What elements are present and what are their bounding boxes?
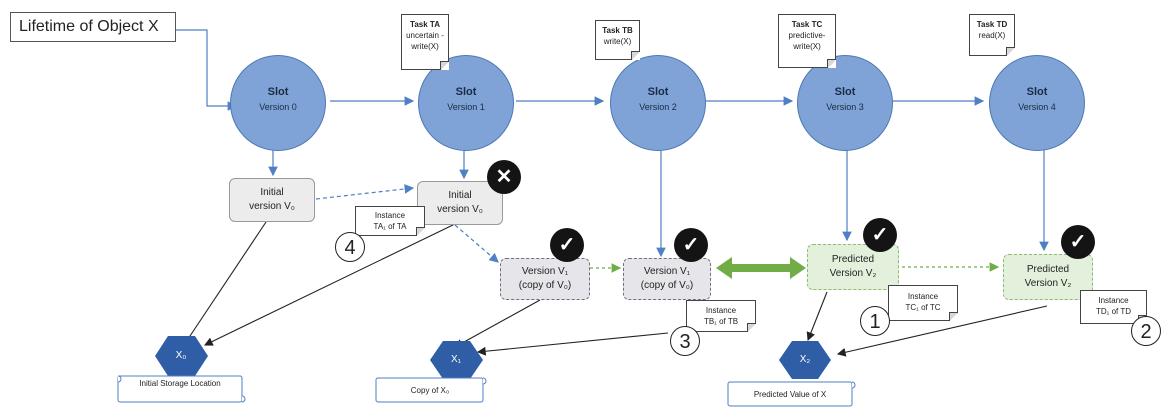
version-box-v0-slot1: Initial version V₀ [417,181,503,225]
storage-x1-caption: Copy of X₀ [410,386,450,395]
check-icon: ✓ [1061,225,1095,259]
check-icon: ✓ [550,228,584,262]
slot-version-label: Version 3 [826,102,864,112]
arrow-v1b-x1 [476,332,669,356]
task-note-tc: Task TC predictive- write(X) [778,14,836,68]
version-line2: (copy of V₀) [640,280,694,291]
slot-version-3: Slot Version 3 [797,55,893,151]
slot-version-1: Slot Version 1 [418,55,514,151]
storage-x0-label: X₀ [175,350,187,361]
version-line2: Version V₂ [829,268,877,279]
slot-title: Slot [647,86,669,98]
task-op: read(X) [978,31,1006,40]
arrow-v2b-x2 [836,305,1048,357]
instance-line1: Instance [374,211,406,220]
check-icon: ✓ [863,218,897,252]
instance-line1: Instance [907,292,939,301]
task-op: write(X) [603,37,632,46]
version-box-v2-predicted-a: Predicted Version V₂ [807,244,899,290]
version-line2: version V₀ [437,204,483,215]
task-note-tb: Task TB write(X) [595,20,640,60]
slot-version-label: Version 2 [639,102,677,112]
version-line1: Predicted [1026,264,1070,275]
version-line1: Initial [260,187,284,198]
arrow-v0a-x0 [183,221,267,346]
slot-title: Slot [1026,86,1048,98]
version-line1: Predicted [831,254,875,265]
instance-line1: Instance [1098,296,1129,305]
scroll-x2 [727,381,856,407]
scroll-x1 [375,377,487,403]
slot-title: Slot [455,86,477,98]
hexagon-x1 [430,341,483,379]
slot-version-label: Version 1 [447,102,485,112]
task-name: Task TB [602,26,633,35]
task-name: Task TC [791,20,823,29]
step-number-1: 1 [860,306,890,336]
cross-icon: ✕ [487,160,521,194]
task-note-td: Task TD read(X) [969,14,1015,56]
storage-x2-label: X₂ [799,354,811,365]
version-line1: Version V₁ [521,266,569,277]
slot-title: Slot [834,86,856,98]
instance-note-tb: Instance TB₁ of TB [686,300,756,332]
instance-line2: TD₁ of TD [1096,307,1131,316]
storage-x1-label: X₁ [450,354,462,365]
arrow-v2a-x2 [806,291,828,342]
task-name: Task TA [410,20,440,29]
instance-note-ta: Instance TA₁ of TA [355,206,425,236]
slot-version-label: Version 4 [1018,102,1056,112]
version-line2: Version V₂ [1024,278,1072,289]
task-op: predictive- write(X) [788,31,826,51]
version-box-v1-copy-b: Version V₁ (copy of V₀) [623,258,711,300]
double-arrow [716,257,806,279]
version-line2: (copy of V₀) [518,280,572,291]
instance-line2: TA₁ of TA [373,222,407,231]
slot-version-0: Slot Version 0 [230,55,326,151]
instance-note-tc: Instance TC₁ of TC [888,285,958,321]
version-box-v1-copy-a: Version V₁ (copy of V₀) [500,258,590,300]
step-number-4: 4 [335,232,365,262]
version-box-v0-initial: Initial version V₀ [229,178,315,222]
instance-line1: Instance [705,306,737,315]
hexagon-x2 [779,341,831,379]
arrow-v1a-x1 [454,299,541,348]
version-line2: version V₀ [249,201,295,212]
dashed-v0-to-v0b [315,184,415,200]
step-number-2: 2 [1131,316,1161,346]
task-note-ta: Task TA uncertain -write(X) [401,14,449,70]
hexagon-x0 [155,336,208,376]
instance-line2: TC₁ of TC [905,303,941,312]
scroll-x0 [117,375,246,403]
task-name: Task TD [976,20,1008,29]
check-icon: ✓ [674,228,708,262]
dashed-v0b-to-v1 [454,224,499,263]
storage-x0-caption: Initial Storage Location [139,379,221,388]
version-line1: Version V₁ [643,266,691,277]
slot-version-2: Slot Version 2 [610,55,706,151]
storage-x2-caption: Predicted Value of X [753,390,827,399]
slot-title: Slot [267,86,289,98]
version-box-v2-predicted-b: Predicted Version V₂ [1003,254,1093,300]
step-number-3: 3 [670,326,700,356]
version-line1: Initial [448,190,472,201]
slot-version-4: Slot Version 4 [989,55,1085,151]
slot-version-label: Version 0 [259,102,297,112]
task-op: uncertain -write(X) [406,31,444,51]
arrow-title-to-slot0 [176,29,238,111]
arrow-v0b-x0 [204,222,458,346]
instance-line2: TB₁ of TB [703,317,739,326]
diagram-title: Lifetime of Object X [10,12,176,42]
